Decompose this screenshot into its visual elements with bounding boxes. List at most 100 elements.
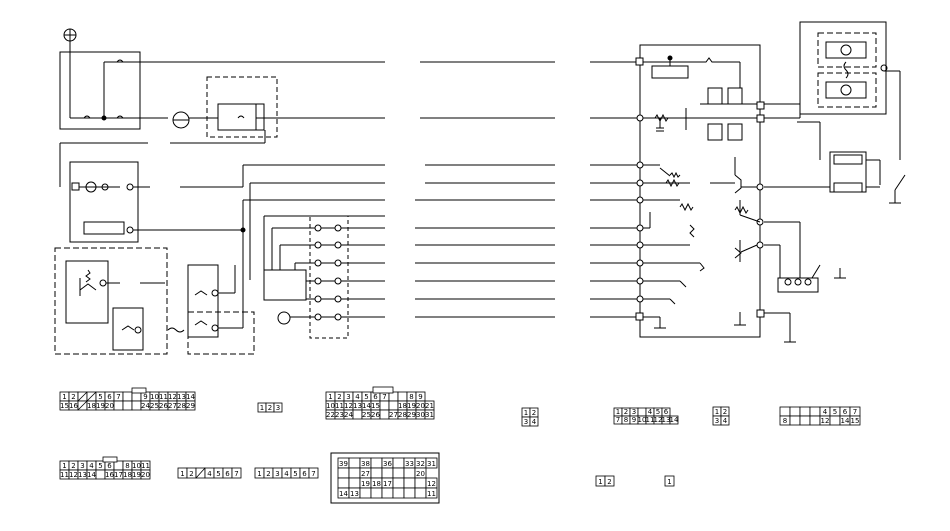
upper-left-connector-pin-label: 24 (141, 402, 150, 410)
lower-left-connector-pin-label: 13 (78, 471, 87, 479)
connector-latch (372, 386, 394, 394)
upper-left-connector-pin-label: 14 (186, 393, 195, 401)
lower-left-connector-pin: 1 (59, 460, 70, 471)
right-row-connector-pin-label: 10 (638, 416, 647, 424)
mid-connector-pin: 24 (343, 409, 353, 420)
two-pin-connector-pin: 1 (595, 475, 606, 487)
far-right-connector-pin (779, 406, 791, 417)
mid-connector-pin-label: 27 (389, 411, 398, 419)
seven-pin-connector-b-pin-label: 7 (311, 470, 315, 478)
far-right-connector-pin-label: 7 (853, 408, 857, 416)
mid-connector-pin-label: 31 (425, 411, 434, 419)
mid-connector-pin: 12 (343, 400, 354, 411)
lower-left-connector-pin-label: 11 (141, 462, 150, 470)
large-connector-pin-label: 18 (372, 480, 381, 488)
large-connector-pin (348, 467, 361, 479)
lower-left-connector-pin: 10 (131, 460, 142, 471)
right-row-connector-pin: 8 (621, 415, 631, 425)
mid-connector-pin: 9 (415, 391, 426, 402)
right-2x2-connector-pin-label: 4 (723, 417, 728, 425)
far-right-connector-pin (789, 406, 801, 417)
upper-left-connector-pin: 2 (68, 391, 79, 402)
large-connector-pin (403, 477, 416, 489)
right-small-connector-pin: 3 (521, 416, 531, 427)
right-small-connector-pin-label: 1 (524, 409, 528, 417)
far-right-connector-pin-label: 4 (823, 408, 828, 416)
lower-left-connector-pin-label: 2 (71, 462, 75, 470)
far-right-connector-pin (799, 415, 811, 426)
mid-connector-pin (379, 409, 390, 420)
far-right-connector-pin (789, 415, 801, 426)
right-row-connector-pin: 1 (613, 407, 623, 417)
far-right-connector-pin: 6 (839, 406, 851, 417)
mid-connector-pin-label: 21 (425, 402, 434, 410)
mid-connector-pin: 8 (406, 391, 417, 402)
right-row-connector-pin-label: 7 (616, 416, 620, 424)
upper-left-connector-pin-label: 19 (96, 402, 105, 410)
mid-connector-pin: 11 (334, 400, 345, 411)
small-3pin-connector-pin: 2 (265, 402, 275, 413)
mid-connector-pin-label: 18 (398, 402, 407, 410)
large-connector-frame (330, 452, 440, 504)
mid-connector-pin: 1 (325, 391, 336, 402)
seven-pin-connector-b-pin: 2 (263, 467, 274, 479)
mid-connector-pin: 3 (343, 391, 354, 402)
lower-left-connector-pin-label: 20 (141, 471, 150, 479)
upper-left-connector-pin-label: 29 (186, 402, 195, 410)
large-connector-pin-label: 14 (339, 490, 348, 498)
seven-pin-connector-a-pin: 4 (204, 467, 215, 479)
mid-connector-pin-label: 3 (346, 393, 350, 401)
far-right-connector-pin-label: 8 (783, 417, 787, 425)
lower-left-connector-pin-label: 18 (123, 471, 132, 479)
far-right-connector-pin (809, 406, 821, 417)
large-connector-pin (348, 457, 361, 469)
far-right-connector-pin: 7 (849, 406, 861, 417)
upper-left-connector-pin-label: 7 (116, 393, 120, 401)
upper-left-connector-pin: 19 (95, 400, 106, 411)
seven-pin-connector-b-pin: 4 (281, 467, 292, 479)
upper-left-connector-pin-label: 9 (143, 393, 147, 401)
mid-connector-pin: 29 (406, 409, 417, 420)
mid-connector-pin-label: 10 (326, 402, 335, 410)
mid-connector-pin-label: 4 (355, 393, 360, 401)
right-row-connector-pin-label: 8 (624, 416, 628, 424)
lower-left-connector-pin: 14 (86, 469, 96, 480)
large-connector-pin: 12 (425, 477, 438, 489)
lower-left-connector-pin (95, 469, 106, 480)
large-connector-pin (359, 487, 372, 499)
upper-left-connector-pin (77, 391, 88, 402)
upper-left-connector-pin: 12 (167, 391, 178, 402)
large-connector-pin-label: 31 (427, 460, 436, 468)
lower-left-connector-pin: 2 (68, 460, 79, 471)
large-connector-pin (414, 477, 427, 489)
upper-left-connector-pin-label: 13 (177, 393, 186, 401)
upper-left-connector-pin-label: 25 (150, 402, 159, 410)
seven-pin-connector-a-pin: 1 (177, 467, 188, 479)
upper-left-connector-pin: 18 (86, 400, 97, 411)
right-row-connector-pin-label: 13 (662, 416, 671, 424)
far-right-connector-pin (809, 415, 821, 426)
large-connector-pin-label: 27 (361, 470, 370, 478)
seven-pin-connector-a-pin: 5 (213, 467, 224, 479)
upper-left-connector-pin: 11 (158, 391, 169, 402)
lower-left-connector-pin-label: 11 (60, 471, 69, 479)
far-right-connector-pin: 4 (819, 406, 831, 417)
mid-connector-pin: 20 (415, 400, 426, 411)
right-2x2-connector-pin: 1 (712, 406, 722, 417)
right-row-connector-pin: 14 (670, 415, 679, 425)
large-connector-pin: 33 (403, 457, 416, 469)
right-row-connector-pin: 4 (645, 407, 655, 417)
large-connector-pin-label: 20 (416, 470, 425, 478)
lower-left-connector-pin: 8 (122, 460, 133, 471)
right-row-connector-pin-label: 6 (664, 408, 669, 416)
upper-left-connector-pin: 20 (104, 400, 115, 411)
upper-left-connector-pin: 27 (167, 400, 178, 411)
upper-left-connector-pin (113, 400, 124, 411)
right-row-connector-pin-label: 9 (632, 416, 636, 424)
lower-left-connector-pin: 11 (140, 460, 151, 471)
right-2x2-connector-pin-label: 1 (715, 408, 719, 416)
right-small-connector-pin-label: 2 (532, 409, 536, 417)
lower-left-connector-pin-label: 6 (107, 462, 112, 470)
fuse-relay-block (59, 28, 385, 144)
